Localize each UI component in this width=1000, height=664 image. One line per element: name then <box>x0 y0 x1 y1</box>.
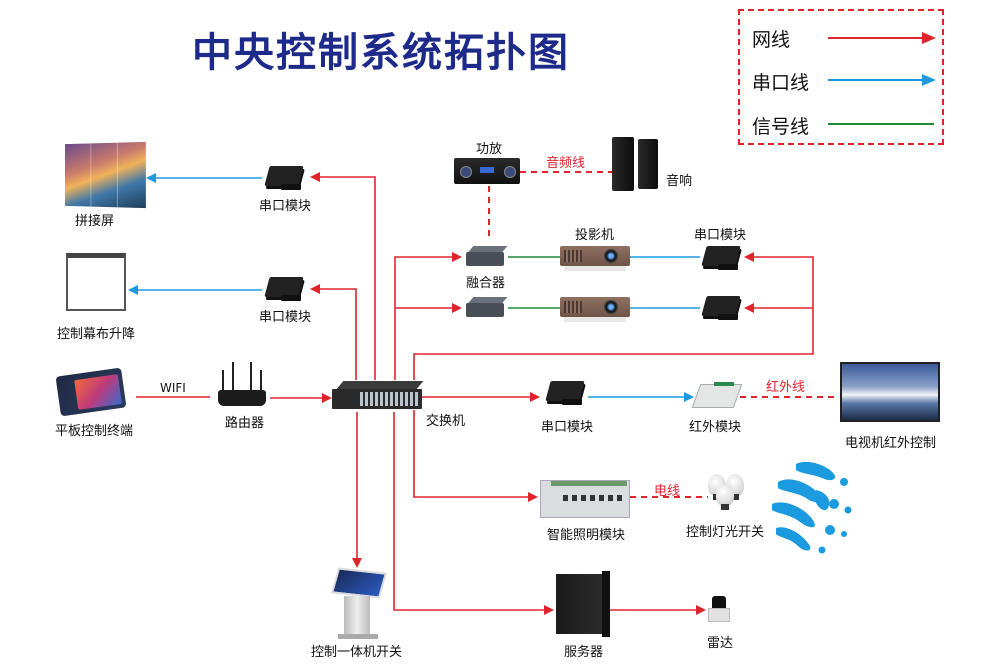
wire-switch-server <box>393 412 554 615</box>
label-projection-screen: 控制幕布升降 <box>57 327 136 342</box>
label-lighting-module: 智能照明模块 <box>547 528 626 543</box>
legend: 网线 串口线 信号线 <box>738 9 944 145</box>
serial-module-1-image <box>263 162 305 190</box>
radar-image <box>708 596 730 622</box>
label-power-line: 电线 <box>654 484 681 499</box>
serial-module-4-image <box>700 292 742 320</box>
tv-image <box>840 362 940 422</box>
label-wifi: WIFI <box>160 381 186 395</box>
label-amplifier: 功放 <box>476 142 503 157</box>
wire-switch-serial34 <box>413 252 814 380</box>
projector-2-image <box>560 297 630 323</box>
wire-switch-fusion1 <box>394 252 462 380</box>
bulb-icon <box>716 484 734 510</box>
serial-module-2-image <box>263 273 305 301</box>
label-tablet: 平板控制终端 <box>55 424 134 439</box>
serial-module-3-image <box>700 242 742 270</box>
label-speakers: 音响 <box>666 174 693 189</box>
brand-logo-icon <box>772 461 852 554</box>
projection-screen-image <box>66 253 126 311</box>
arrow-right-icon <box>922 32 936 44</box>
legend-signal-line <box>828 123 934 125</box>
wire-switch-serial1 <box>310 172 376 380</box>
fusion-box-2-image <box>466 297 508 317</box>
page-title: 中央控制系统拓扑图 <box>192 30 570 76</box>
video-wall-image <box>65 141 146 209</box>
speaker-left-image <box>612 137 634 191</box>
lighting-module-image <box>540 480 630 518</box>
label-kiosk: 控制一体机开关 <box>311 645 403 660</box>
serial-module-5-image <box>544 377 586 405</box>
label-fusion-box: 融合器 <box>466 276 506 291</box>
server-image <box>556 571 610 637</box>
projector-1-image <box>560 246 630 272</box>
label-infrared-line: 红外线 <box>766 380 806 395</box>
label-serial-module-2: 串口模块 <box>259 310 312 325</box>
ir-module-image <box>691 380 743 408</box>
label-serial-module-5: 串口模块 <box>541 420 594 435</box>
label-serial-module-3: 串口模块 <box>694 228 747 243</box>
legend-label-signal: 信号线 <box>752 116 810 138</box>
fusion-box-1-image <box>466 246 508 266</box>
legend-label-serial: 串口线 <box>752 72 810 94</box>
label-switch: 交换机 <box>426 414 466 429</box>
speaker-right-image <box>638 139 658 189</box>
label-serial-module-1: 串口模块 <box>259 199 312 214</box>
arrow-right-icon <box>922 74 936 86</box>
switch-image <box>332 381 424 411</box>
amplifier-image <box>454 158 520 184</box>
kiosk-image <box>330 567 388 640</box>
wire-switch-serial2 <box>310 284 357 380</box>
legend-serial-line <box>828 79 928 81</box>
label-server: 服务器 <box>564 645 604 660</box>
legend-label-network: 网线 <box>752 29 791 51</box>
legend-network-line <box>828 37 928 39</box>
router-image <box>216 360 268 406</box>
label-audio-line: 音频线 <box>546 156 586 171</box>
label-video-wall: 拼接屏 <box>75 214 115 229</box>
label-projector: 投影机 <box>575 228 615 243</box>
label-ir-module: 红外模块 <box>689 420 742 435</box>
wire-switch-lighting <box>413 410 538 502</box>
label-radar: 雷达 <box>707 636 734 651</box>
label-router: 路由器 <box>225 416 265 431</box>
label-bulbs: 控制灯光开关 <box>686 525 765 540</box>
label-tv: 电视机红外控制 <box>845 436 937 451</box>
